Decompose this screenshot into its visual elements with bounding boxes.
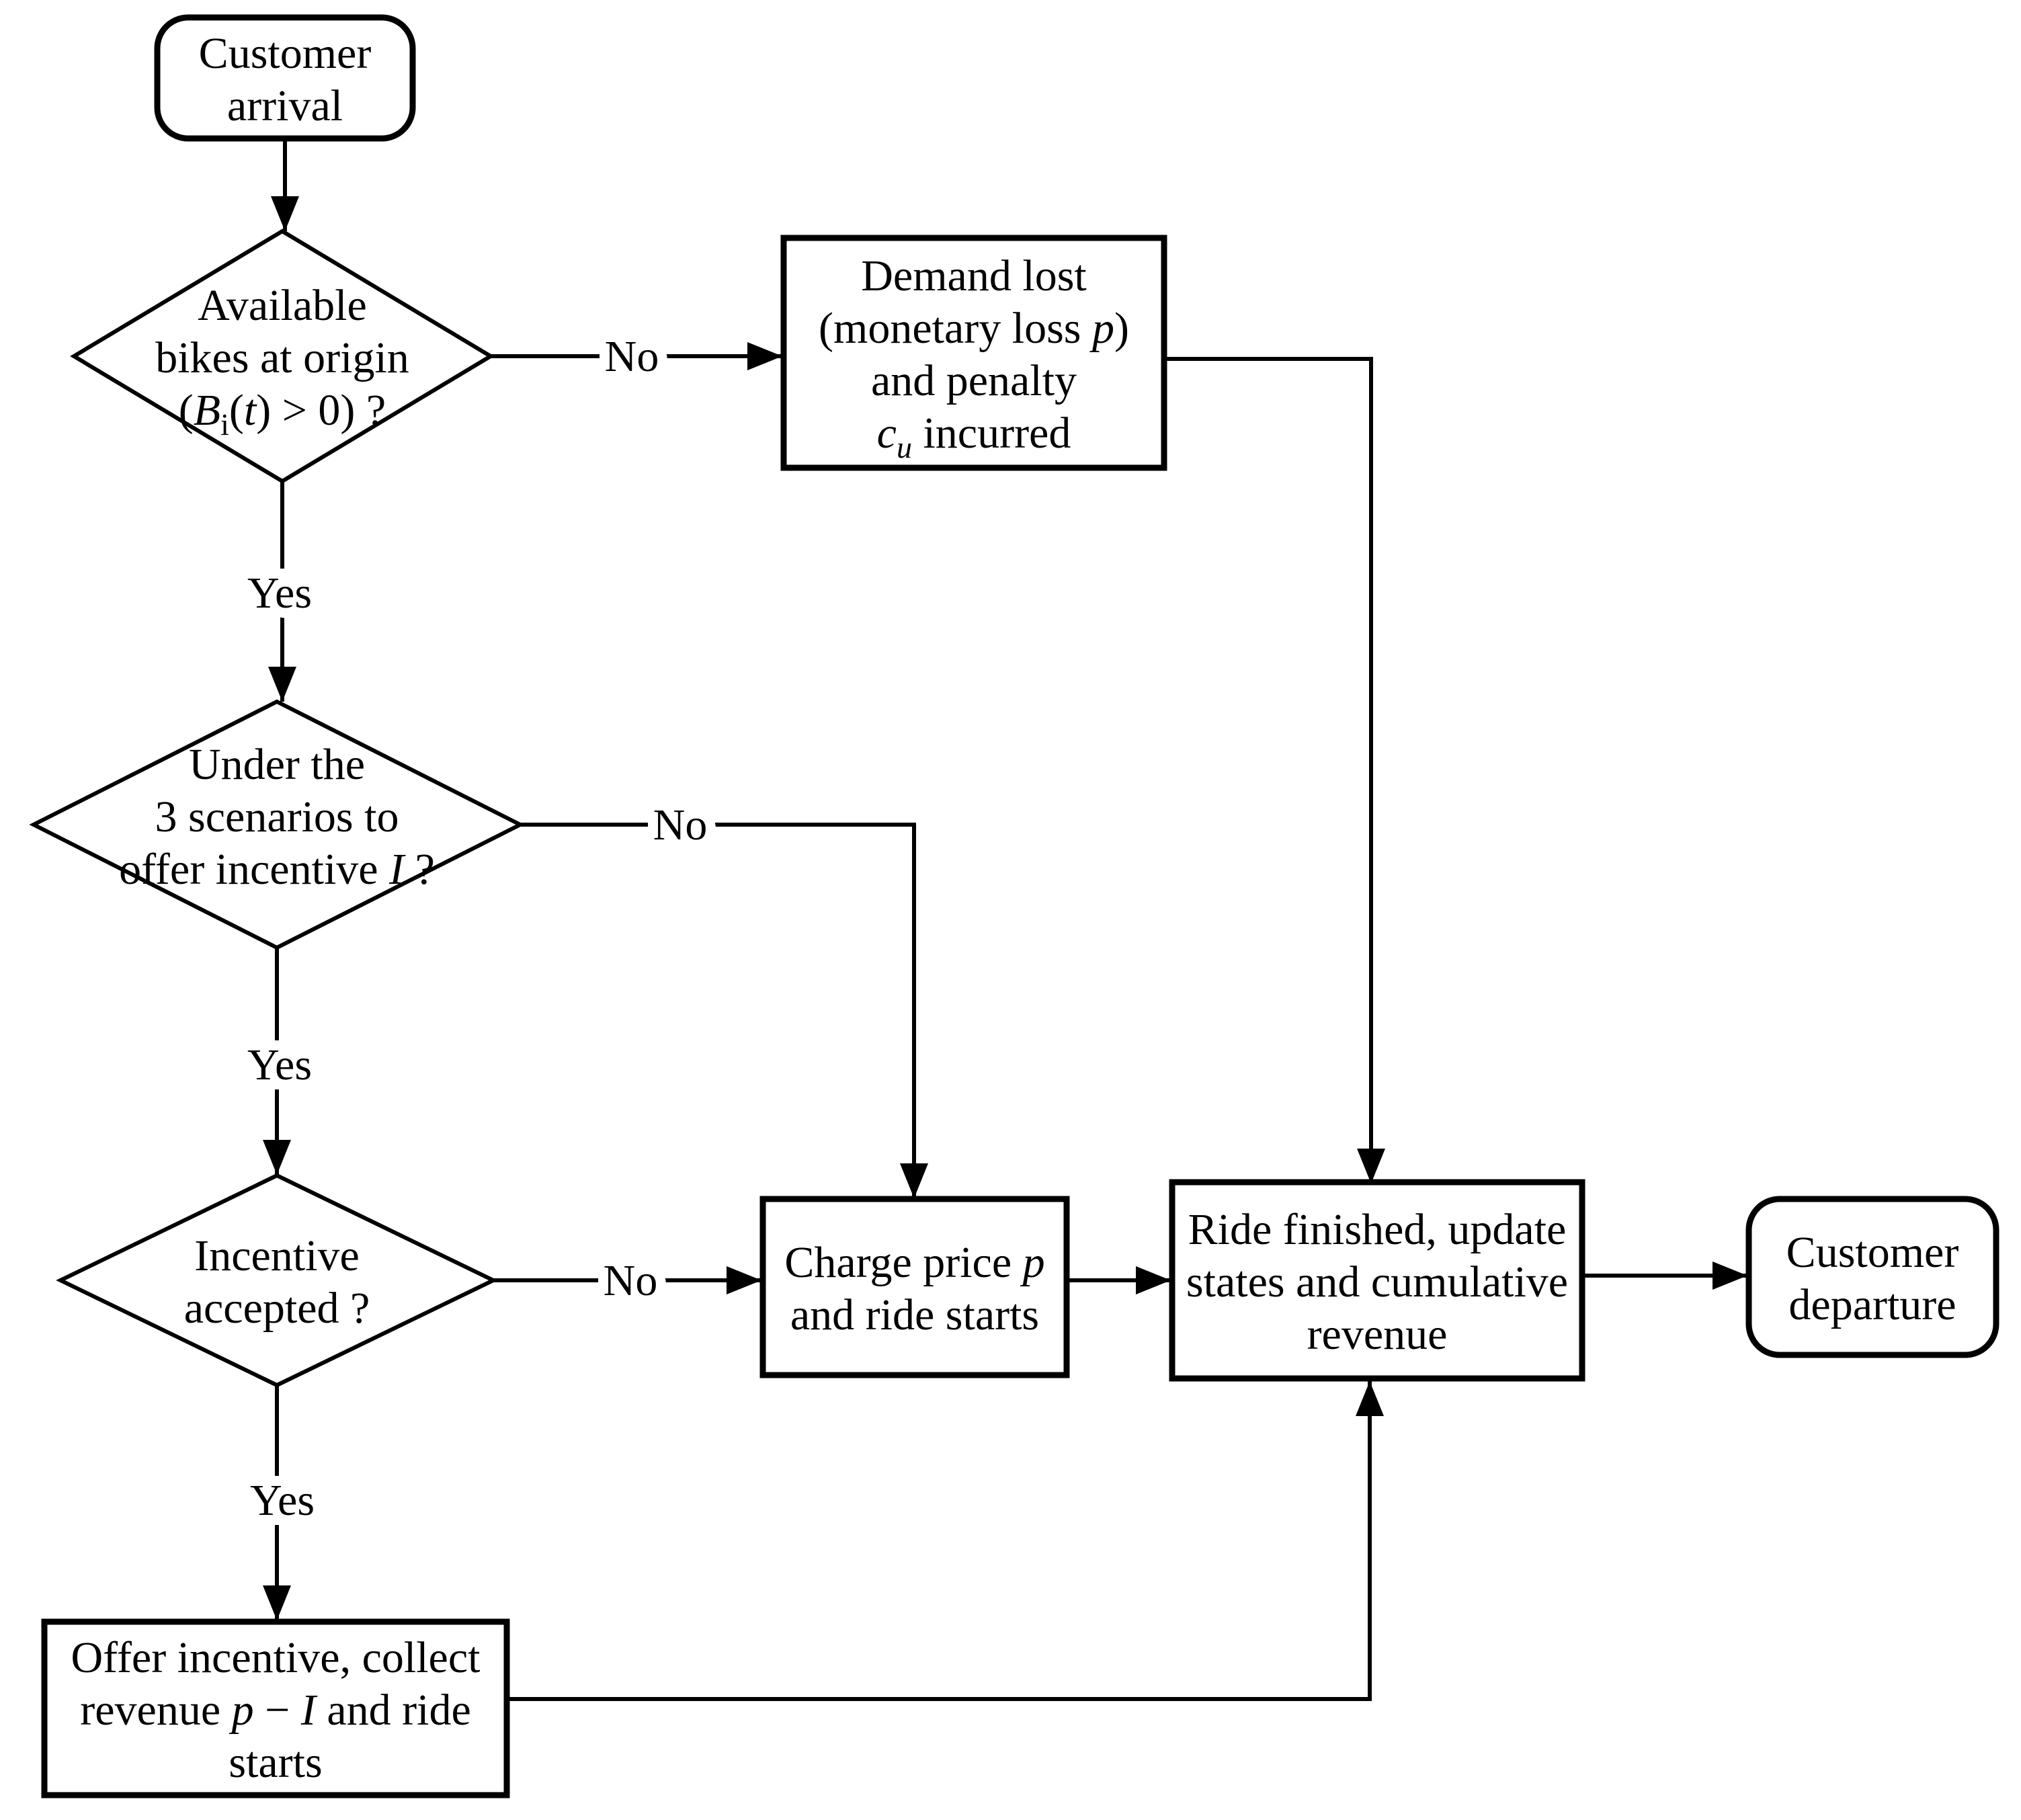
edge-label-scenarios-yes: Yes [247,1040,312,1089]
arrowhead-icon [268,667,296,702]
decision-shape [29,699,525,950]
connector-line [507,1381,1372,1701]
edge-start-to-bikes [271,138,299,231]
process-shape [759,1196,1070,1378]
terminator-shape [1745,1196,1999,1358]
edge-offer-to-ride [507,1381,1384,1701]
process-shape [41,1618,510,1798]
edge-charge-to-ride [1067,1266,1171,1294]
terminator-shape [154,14,416,142]
edge-ride-to-departure [1582,1261,1747,1290]
connector-line [1164,357,1373,1184]
arrowhead-icon [747,342,782,370]
arrowhead-icon [1713,1261,1747,1290]
edge-scenarios-yes: Yes [237,948,322,1175]
edge-label-accepted-no: No [604,1256,658,1305]
arrowhead-icon [271,196,299,231]
process-shape [780,235,1167,471]
edge-label-bikes-no: No [605,332,659,381]
arrowhead-icon [1357,1149,1385,1184]
edge-accepted-no: No [493,1246,761,1315]
arrowhead-icon [1136,1266,1171,1294]
arrowhead-icon [727,1266,761,1294]
decision-shape [56,1173,498,1388]
arrowhead-icon [263,1585,291,1620]
edge-accepted-yes: Yes [240,1385,325,1620]
edge-label-accepted-yes: Yes [250,1476,315,1525]
arrowhead-icon [900,1163,928,1198]
edge-label-scenarios-no: No [653,800,708,850]
edge-label-bikes-yes: Yes [247,569,312,618]
process-shape [1169,1179,1585,1382]
edge-bikes-yes: Yes [237,481,322,702]
edge-bikes-no: No [491,322,782,391]
arrowhead-icon [1356,1381,1384,1416]
connector-line [520,823,916,1198]
arrowhead-icon [263,1140,291,1175]
edge-scenarios-no: No [520,790,928,1198]
edge-demand-to-ride [1164,357,1385,1184]
decision-shape [70,229,495,484]
